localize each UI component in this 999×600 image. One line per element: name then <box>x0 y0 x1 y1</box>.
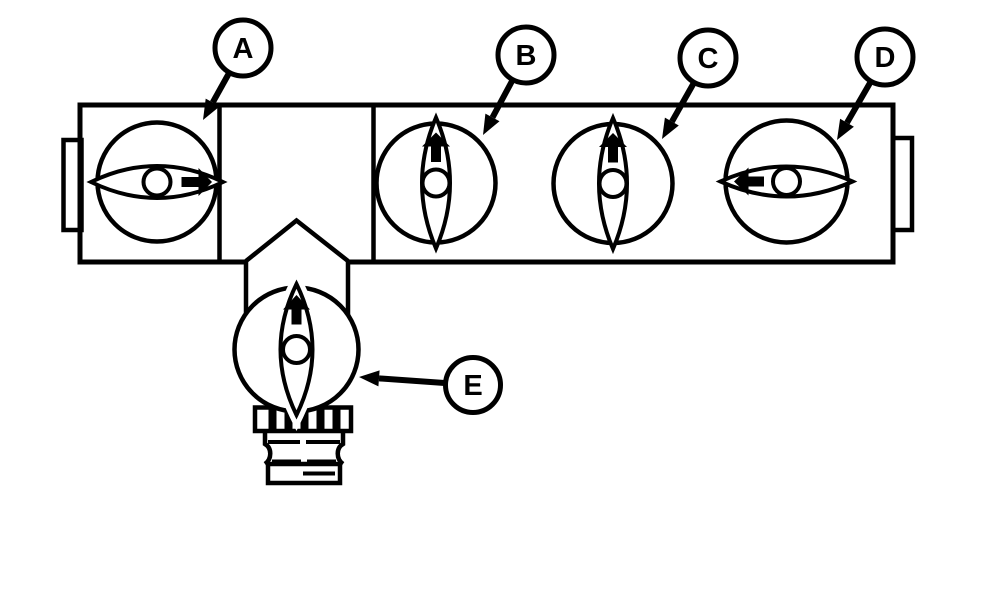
valves-group <box>86 112 858 431</box>
callout-c-label: C <box>698 43 719 75</box>
valve-e <box>232 268 361 431</box>
valve-a <box>86 120 228 244</box>
manifold-body-outline <box>77 102 896 265</box>
valve-a-flow-arrow-icon <box>181 168 212 196</box>
valve-a-stem-circle <box>141 166 173 198</box>
manifold-group <box>61 102 915 318</box>
callout-d-label: D <box>875 42 896 74</box>
leader-arrowhead-a-icon <box>203 98 220 120</box>
valve-b-stem-circle <box>420 167 452 199</box>
leader-arrowhead-c-icon <box>662 117 679 139</box>
valve-c-stem-circle <box>597 168 629 199</box>
callout-a-circle <box>212 17 274 79</box>
valve-c <box>551 112 675 255</box>
callout-b-circle <box>495 24 557 86</box>
valve-e-flow-arrow-icon <box>283 295 310 325</box>
tee-branch-walls <box>243 260 351 318</box>
fitting-waist-left <box>262 429 273 466</box>
callout-e-label: E <box>463 370 482 402</box>
callout-d-circle <box>854 26 916 88</box>
callout-e-circle <box>443 355 503 415</box>
leader-arrowhead-d-icon <box>837 118 854 140</box>
fitting-waist-right <box>335 429 346 466</box>
leader-arrowhead-e-icon <box>359 370 380 387</box>
knurl-stripes <box>268 407 341 431</box>
valve-b <box>374 112 498 254</box>
valve-e-stem-circle <box>281 334 312 365</box>
callout-c-circle <box>677 27 739 89</box>
valve-d <box>715 118 858 245</box>
callouts-group: A B C D E <box>212 17 916 415</box>
grease-fitting <box>252 405 354 486</box>
callout-e: E <box>443 355 503 415</box>
port-right <box>890 135 915 233</box>
valve-d-stem-circle <box>771 166 802 197</box>
chevron-notch <box>244 217 350 263</box>
callout-d: D <box>854 26 916 88</box>
callout-a: A <box>212 17 274 79</box>
valve-d-flow-arrow-icon <box>734 167 764 196</box>
valve-b-flow-arrow-icon <box>422 132 450 162</box>
callout-b: B <box>495 24 557 86</box>
valve-c-flow-arrow-icon <box>599 133 627 163</box>
callout-c: C <box>677 27 739 89</box>
leader-arrowhead-b-icon <box>483 113 500 135</box>
callout-a-label: A <box>233 33 254 65</box>
callout-b-label: B <box>516 40 537 72</box>
